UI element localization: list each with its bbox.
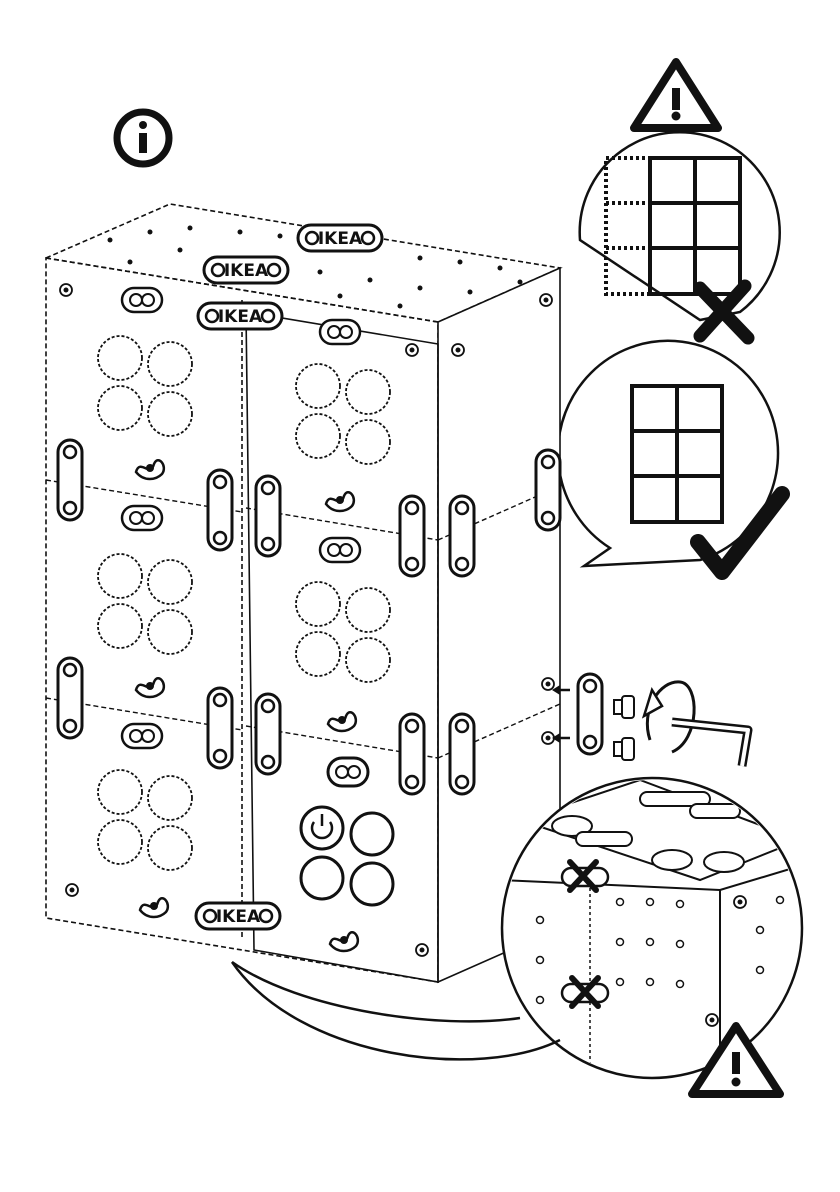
connector-logo: IKEA	[216, 907, 261, 927]
info-icon	[117, 112, 169, 164]
connector-logo: IKEA	[224, 261, 269, 281]
power-panel	[301, 758, 393, 951]
connector-insertion-detail	[552, 674, 748, 766]
warning-triangle-icon	[634, 62, 718, 128]
incorrect-bubble	[580, 132, 780, 338]
correct-bubble	[558, 341, 782, 572]
panel-assembly: IKEA IKEA	[46, 204, 560, 982]
connector-logo: IKEA	[218, 307, 263, 327]
screw	[614, 738, 634, 760]
magnified-detail	[500, 778, 820, 1100]
connector-logo: IKEA	[318, 229, 363, 249]
rotate-arrow-icon	[644, 682, 694, 752]
screw	[614, 696, 634, 718]
